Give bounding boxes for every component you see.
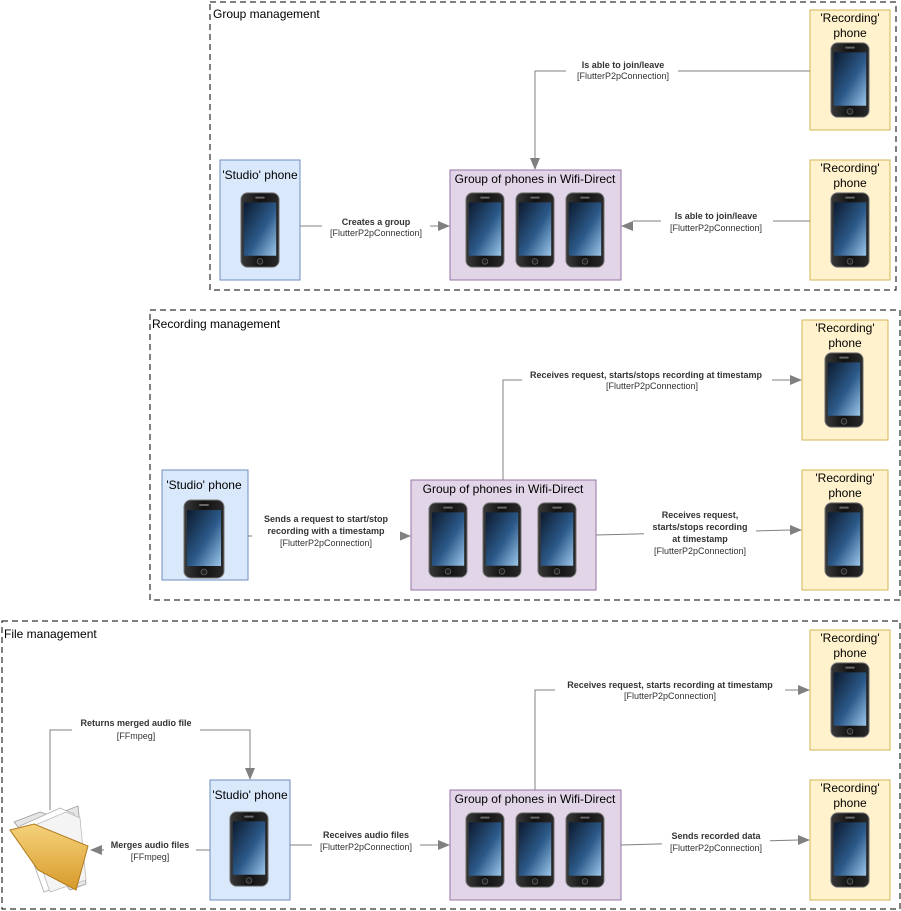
- edge-label: at timestamp: [672, 534, 728, 544]
- section-group-management: Group management 'Studio' phone Group of…: [209, 1, 897, 291]
- smartphone-icon: [183, 499, 225, 579]
- edge-returns-merged-file: Returns merged audio file [FFmpeg]: [49, 716, 255, 810]
- node-title: 'Recording': [815, 471, 874, 485]
- edge-label-sub: [FlutterP2pConnection]: [654, 546, 746, 556]
- node-title: phone: [833, 26, 867, 40]
- edge-label: Creates a group: [342, 217, 411, 227]
- edge-label-sub: [FlutterP2pConnection]: [670, 843, 762, 853]
- edge-label-sub: [FlutterP2pConnection]: [330, 228, 422, 238]
- studio-phone-node: 'Studio' phone: [161, 469, 249, 581]
- edge-label: Receives audio files: [323, 830, 409, 840]
- section-title: Group management: [213, 7, 320, 21]
- group-node: Group of phones in Wifi-Direct: [410, 479, 597, 591]
- node-title: phone: [833, 796, 867, 810]
- node-title: phone: [833, 646, 867, 660]
- edge-receives-request-bottom: Receives request, starts/stops recording…: [595, 508, 802, 556]
- smartphone-icon: [824, 502, 864, 578]
- edge-label: Returns merged audio file: [80, 718, 191, 728]
- edge-label: Receives request, starts/stops recording…: [530, 370, 763, 380]
- smartphone-icon: [515, 192, 555, 268]
- node-title: 'Studio' phone: [222, 168, 298, 182]
- edge-label-sub: [FlutterP2pConnection]: [320, 842, 412, 852]
- edge-receives-audio-files: Receives audio files [FlutterP2pConnecti…: [290, 828, 450, 852]
- section-border: [1, 620, 901, 910]
- edge-label: Receives request,: [662, 510, 739, 520]
- section-border: [209, 1, 897, 291]
- edge-label-sub: [FFmpeg]: [131, 852, 170, 862]
- edge-label: Is able to join/leave: [582, 60, 665, 70]
- section-file-management: File management 'Studio' phone Group of …: [1, 620, 901, 910]
- edge-label-sub: [FlutterP2pConnection]: [624, 691, 716, 701]
- smartphone-icon: [824, 352, 864, 428]
- edge-merges-audio: Merges audio files [FFmpeg]: [90, 838, 210, 862]
- recording-phone-node-top: 'Recording' phone: [801, 319, 889, 441]
- smartphone-icon: [830, 812, 870, 888]
- smartphone-icon: [465, 812, 505, 888]
- node-title: 'Recording': [820, 631, 879, 645]
- smartphone-icon: [465, 192, 505, 268]
- smartphone-icon: [537, 502, 577, 578]
- smartphone-icon: [830, 662, 870, 738]
- section-title: File management: [4, 627, 97, 641]
- node-title: 'Recording': [820, 161, 879, 175]
- edge-receives-request-top: Receives request, starts/stops recording…: [502, 368, 802, 480]
- node-title: 'Recording': [820, 781, 879, 795]
- edge-send-request: Sends a request to start/stop recording …: [248, 513, 411, 549]
- edge-label: Merges audio files: [111, 840, 190, 850]
- smartphone-icon: [240, 192, 280, 268]
- node-title: 'Studio' phone: [166, 478, 242, 492]
- node-title: phone: [833, 176, 867, 190]
- edge-label: starts/stops recording: [652, 522, 747, 532]
- node-title: phone: [828, 336, 862, 350]
- edge-label: recording with a timestamp: [267, 526, 385, 536]
- smartphone-icon: [229, 811, 269, 887]
- folder-icon: [9, 805, 89, 893]
- section-title: Recording management: [152, 317, 281, 331]
- edge-join-leave-top: Is able to join/leave [FlutterP2pConnect…: [530, 59, 810, 170]
- node-title: 'Recording': [820, 11, 879, 25]
- node-title: 'Recording': [815, 321, 874, 335]
- group-node: Group of phones in Wifi-Direct: [449, 789, 622, 901]
- edge-label-sub: [FlutterP2pConnection]: [577, 71, 669, 81]
- smartphone-icon: [565, 812, 605, 888]
- edge-label-sub: [FlutterP2pConnection]: [606, 381, 698, 391]
- edge-sends-recorded-data: Sends recorded data [FlutterP2pConnectio…: [620, 829, 810, 853]
- smartphone-icon: [565, 192, 605, 268]
- section-recording-management: Recording management 'Studio' phone Grou…: [149, 309, 901, 601]
- edge-creates-group: Creates a group [FlutterP2pConnection]: [300, 215, 450, 239]
- edge-label: Is able to join/leave: [675, 211, 758, 221]
- edge-label-sub: [FFmpeg]: [117, 731, 156, 741]
- smartphone-icon: [482, 502, 522, 578]
- smartphone-icon: [830, 192, 870, 268]
- recording-phone-node-bottom: 'Recording' phone: [809, 779, 891, 901]
- recording-phone-node-bottom: 'Recording' phone: [809, 159, 891, 281]
- group-node: Group of phones in Wifi-Direct: [449, 169, 622, 281]
- studio-phone-node: 'Studio' phone: [219, 159, 301, 281]
- smartphone-icon: [515, 812, 555, 888]
- edge-join-leave-bottom: Is able to join/leave [FlutterP2pConnect…: [621, 210, 810, 234]
- node-title: Group of phones in Wifi-Direct: [423, 482, 584, 496]
- node-title: Group of phones in Wifi-Direct: [455, 792, 616, 806]
- studio-phone-node: 'Studio' phone: [209, 779, 291, 901]
- edge-label: Sends a request to start/stop: [264, 514, 389, 524]
- node-title: phone: [828, 486, 862, 500]
- node-title: Group of phones in Wifi-Direct: [455, 172, 616, 186]
- recording-phone-node-top: 'Recording' phone: [809, 629, 891, 751]
- edge-label: Sends recorded data: [671, 831, 761, 841]
- edge-label-sub: [FlutterP2pConnection]: [670, 223, 762, 233]
- node-title: 'Studio' phone: [212, 788, 288, 802]
- edge-label: Receives request, starts recording at ti…: [567, 680, 773, 690]
- recording-phone-node-bottom: 'Recording' phone: [801, 469, 889, 591]
- edge-receives-request-top: Receives request, starts recording at ti…: [534, 679, 810, 790]
- recording-phone-node-top: 'Recording' phone: [809, 9, 891, 131]
- smartphone-icon: [830, 42, 870, 118]
- section-border: [149, 309, 901, 601]
- edge-label-sub: [FlutterP2pConnection]: [280, 538, 372, 548]
- smartphone-icon: [428, 502, 468, 578]
